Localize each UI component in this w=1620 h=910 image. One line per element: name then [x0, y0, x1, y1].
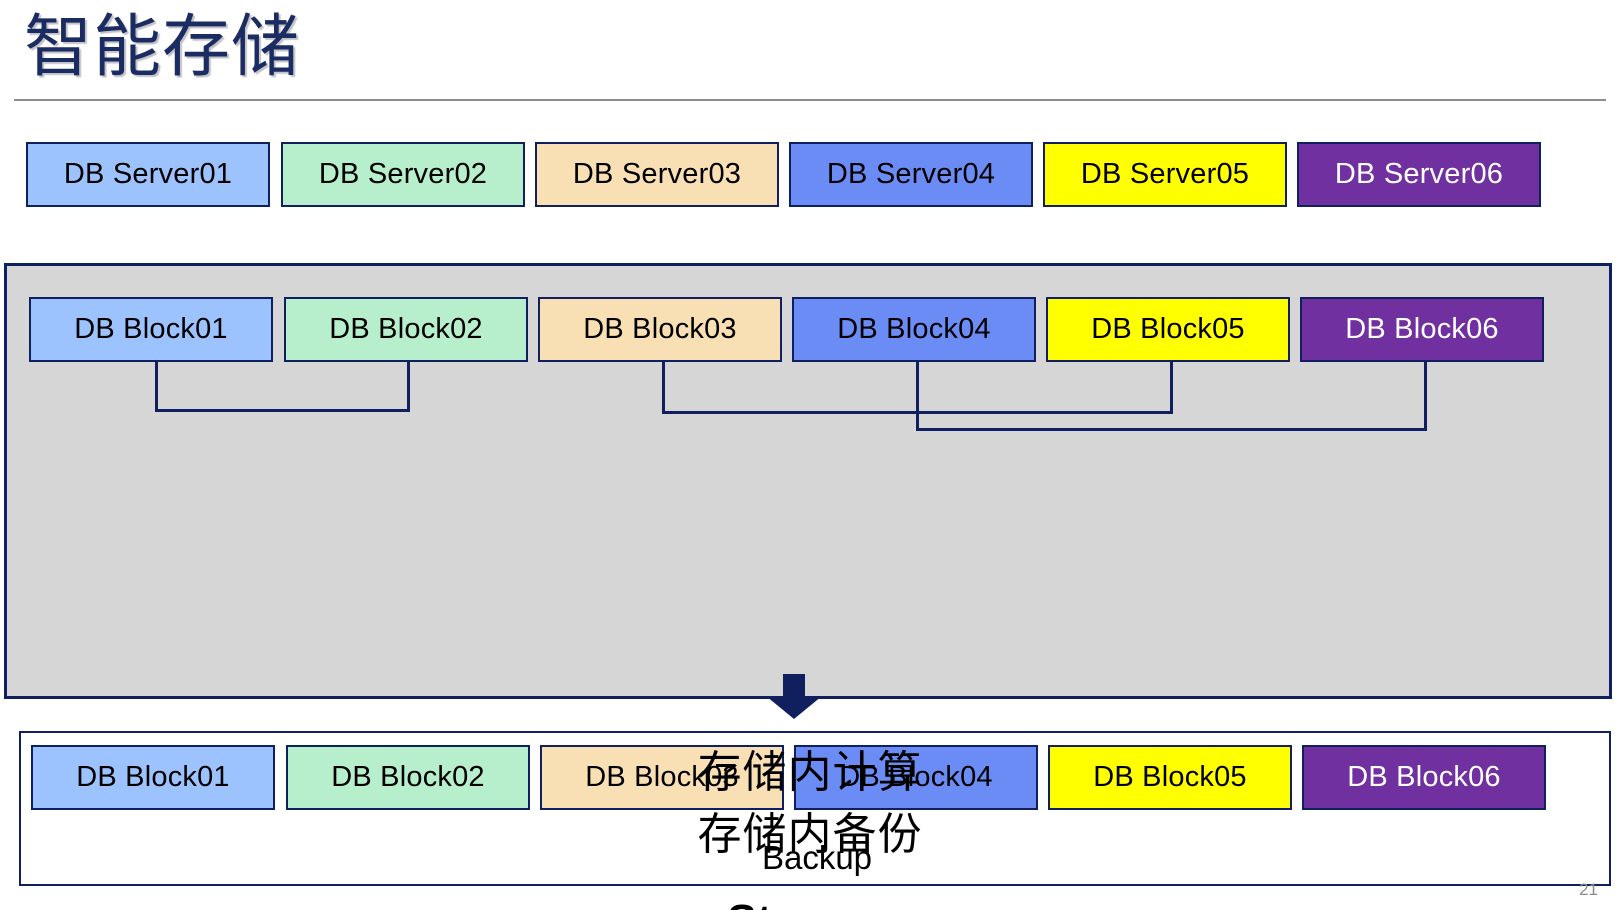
backup-block-box-2[interactable]: DB Block02: [286, 745, 530, 810]
connector-bracket-block01-block02: [155, 409, 410, 412]
connector-line-block01: [155, 362, 158, 412]
db-server-box-5[interactable]: DB Server05: [1043, 142, 1287, 207]
db-server-label: DB Server06: [1334, 158, 1504, 190]
storage-container: DB Block01 DB Block02 DB Block03 DB Bloc…: [4, 263, 1612, 910]
backup-block-box-4[interactable]: DB Block04: [794, 745, 1038, 810]
connector-line-block05: [1170, 362, 1173, 414]
backup-block-label: DB Block06: [1347, 761, 1501, 793]
db-block-box-3[interactable]: DB Block03: [538, 297, 782, 362]
db-server-label: DB Server05: [1080, 158, 1250, 190]
backup-block-label: DB Block05: [1093, 761, 1247, 793]
backup-block-box-1[interactable]: DB Block01: [31, 745, 275, 810]
db-block-label: DB Block01: [74, 313, 228, 345]
page-title: 智能存储: [24, 9, 301, 85]
db-server-box-2[interactable]: DB Server02: [281, 142, 525, 207]
backup-block-label: DB Block02: [331, 761, 485, 793]
db-block-box-2[interactable]: DB Block02: [284, 297, 528, 362]
db-block-box-4[interactable]: DB Block04: [792, 297, 1036, 362]
db-block-label: DB Block05: [1091, 313, 1245, 345]
backup-label: Backup: [761, 839, 873, 876]
connector-line-block06: [1424, 362, 1427, 431]
connector-line-block03: [662, 362, 665, 414]
connector-line-block02: [407, 362, 410, 412]
db-block-box-6[interactable]: DB Block06: [1300, 297, 1544, 362]
db-server-label: DB Server02: [318, 158, 488, 190]
storage-label: Storage: [7, 896, 1615, 910]
db-server-box-6[interactable]: DB Server06: [1297, 142, 1541, 207]
connector-bracket-block04-block06: [916, 428, 1427, 431]
db-server-box-4[interactable]: DB Server04: [789, 142, 1033, 207]
down-arrow-icon: [766, 674, 822, 719]
page-number: 21: [1579, 880, 1598, 899]
db-block-box-1[interactable]: DB Block01: [29, 297, 273, 362]
backup-block-box-6[interactable]: DB Block06: [1302, 745, 1546, 810]
backup-block-label: DB Block01: [76, 761, 230, 793]
note-line-2: 存储内备份: [697, 810, 923, 859]
backup-block-box-5[interactable]: DB Block05: [1048, 745, 1292, 810]
db-block-label: DB Block04: [837, 313, 991, 345]
db-block-label: DB Block02: [329, 313, 483, 345]
db-block-box-5[interactable]: DB Block05: [1046, 297, 1290, 362]
connector-line-block04: [916, 362, 919, 431]
db-server-box-3[interactable]: DB Server03: [535, 142, 779, 207]
db-server-label: DB Server03: [572, 158, 742, 190]
db-block-label: DB Block06: [1345, 313, 1499, 345]
backup-block-box-3[interactable]: DB Block03: [540, 745, 784, 810]
db-server-label: DB Server04: [826, 158, 996, 190]
db-server-label: DB Server01: [63, 158, 233, 190]
note-line-1: 存储内计算: [697, 748, 923, 797]
backup-box: DB Block01 DB Block02 DB Block03 DB Bloc…: [19, 731, 1611, 886]
backup-block-label: DB Block04: [839, 761, 993, 793]
db-server-box-1[interactable]: DB Server01: [26, 142, 270, 207]
backup-block-label: DB Block03: [585, 761, 739, 793]
title-divider: [14, 99, 1606, 101]
db-block-label: DB Block03: [583, 313, 737, 345]
